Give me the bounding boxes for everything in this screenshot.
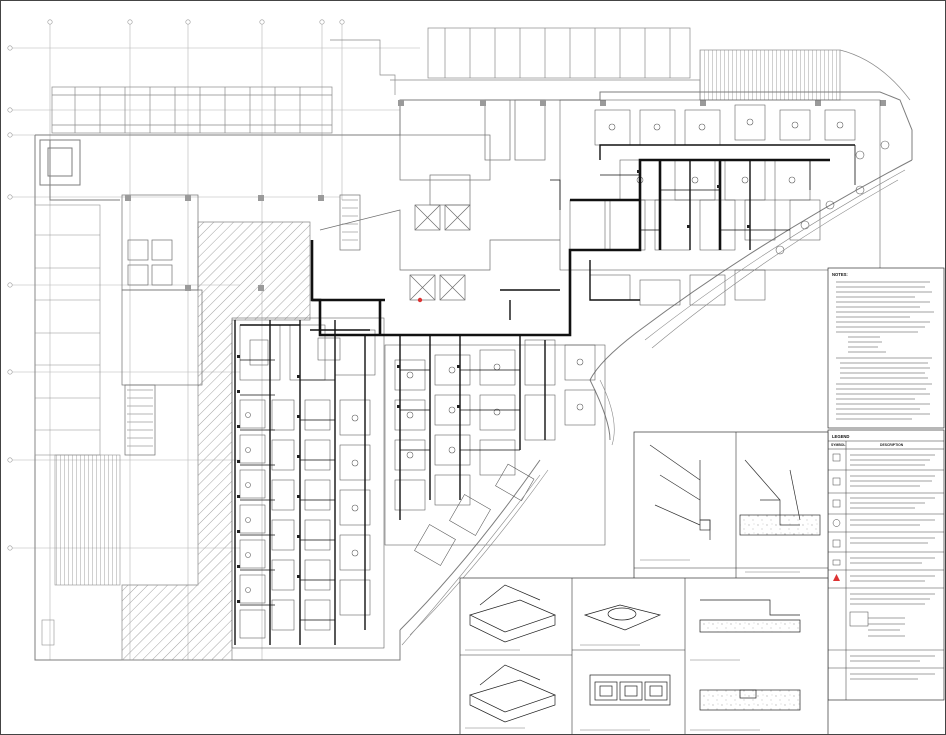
core-lobby: [121, 99, 560, 456]
central-office-wing: [384, 339, 606, 566]
conduit-runs: [234, 144, 856, 645]
legend-title: LEGEND: [832, 434, 849, 439]
legend-col-description: DESCRIPTION: [880, 443, 904, 447]
curved-facade: [401, 169, 906, 646]
detail-panel-lower: [459, 577, 829, 735]
warning-symbol-icon: [833, 574, 840, 581]
notes-panel: NOTES:: [827, 267, 945, 429]
outlet-devices: [237, 170, 750, 603]
detail-panel-upper: [633, 431, 829, 583]
west-office-wing: [231, 317, 385, 649]
legend-panel: LEGEND SYMBOL DESCRIPTION: [827, 429, 945, 701]
red-device-marker: [417, 297, 423, 303]
north-wing: [51, 27, 911, 134]
notes-title: NOTES:: [832, 272, 848, 277]
west-bays: [34, 204, 121, 646]
legend-col-symbol: SYMBOL: [831, 443, 846, 447]
structural-columns: [125, 100, 886, 291]
hatched-area: [121, 221, 311, 661]
